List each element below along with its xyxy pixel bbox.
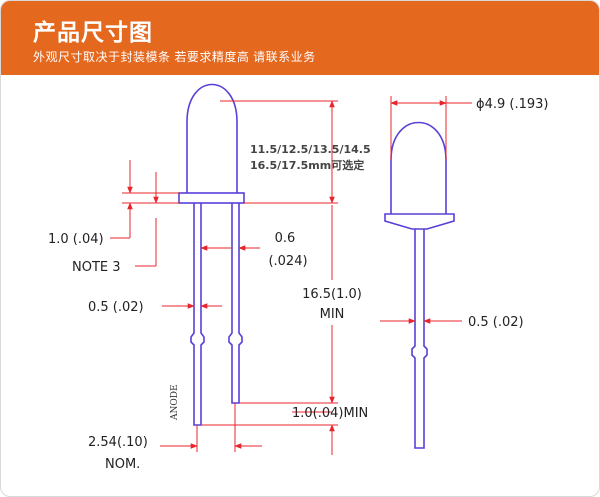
led-front-cathode-lead xyxy=(228,203,243,404)
page-title: 产品尺寸图 xyxy=(33,19,153,45)
dimension-lines xyxy=(110,96,472,455)
label-pitch-1: 2.54(.10) xyxy=(88,435,148,450)
label-flange: 1.0 (.04) xyxy=(48,232,104,247)
label-lead-width-left: 0.5 (.02) xyxy=(88,300,144,315)
label-lead-width-right: 0.5 (.02) xyxy=(468,315,524,330)
led-front-flange xyxy=(178,192,245,204)
label-note: NOTE 3 xyxy=(72,260,121,275)
label-pin-gap-1: 0.6 xyxy=(275,231,296,246)
dimension-labels: ϕ4.9 (.193) 11.5/12.5/13.5/14.5 16.5/17.… xyxy=(48,97,548,472)
led-front-anode-lead xyxy=(190,203,205,426)
header-bar: 产品尺寸图 外观尺寸取决于封装模条 若要求精度高 请联系业务 xyxy=(1,1,599,75)
page-subtitle: 外观尺寸取决于封装模条 若要求精度高 请联系业务 xyxy=(33,50,316,64)
label-diameter: ϕ4.9 (.193) xyxy=(476,97,548,112)
label-lead-diff: 1.0(.04)MIN xyxy=(292,406,368,421)
label-height-options-2: 16.5/17.5mm可选定 xyxy=(250,158,364,172)
label-lead-length-2: MIN xyxy=(320,307,345,322)
led-front-dome xyxy=(186,83,238,193)
label-anode: ANODE xyxy=(170,384,180,421)
led-front-view xyxy=(178,83,245,426)
led-side-view xyxy=(384,121,455,449)
led-side-flange xyxy=(384,213,455,230)
label-height-options-1: 11.5/12.5/13.5/14.5 xyxy=(250,143,371,156)
led-side-lead xyxy=(411,229,428,449)
label-pitch-2: NOM. xyxy=(105,457,140,472)
led-side-dome xyxy=(390,121,447,214)
label-lead-length-1: 16.5(1.0) xyxy=(302,287,362,302)
label-pin-gap-2: (.024) xyxy=(268,254,307,269)
